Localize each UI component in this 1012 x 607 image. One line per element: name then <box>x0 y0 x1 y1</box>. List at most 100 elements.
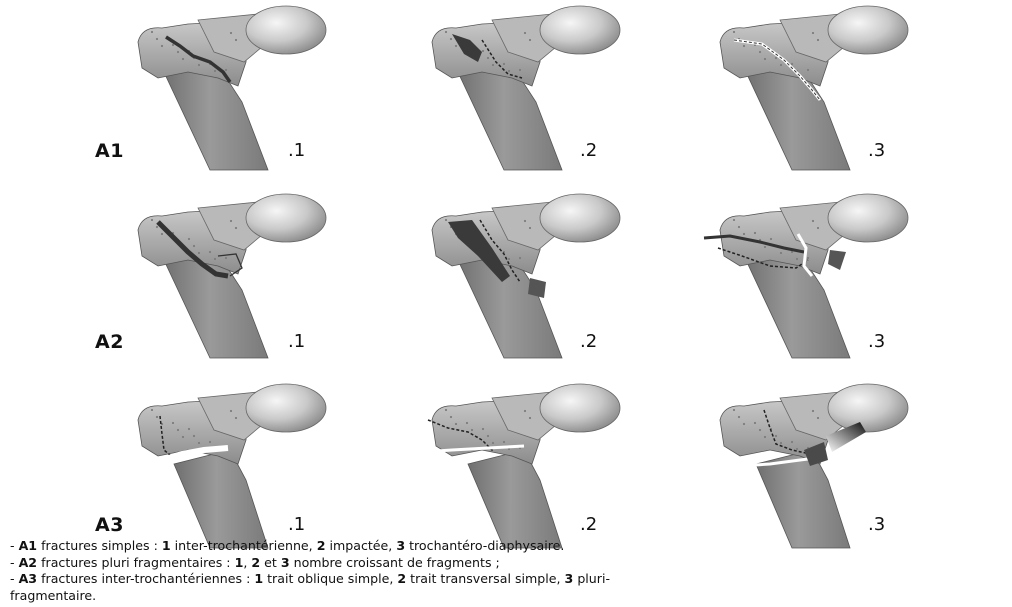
bone-texture <box>214 258 216 260</box>
classification-figure: A1 .1 .2 .3 A2 .1 .2 .3 A3 .1 .2 .3 <box>0 0 1012 540</box>
legend-line-a3: - A3 fractures inter-trochantériennes : … <box>10 571 1005 588</box>
bone-texture <box>455 45 457 47</box>
legend-line-a2: - A2 fractures pluri fragmentaires : 1, … <box>10 555 1005 572</box>
bone-texture <box>225 257 227 259</box>
sub-label-a3-1: .1 <box>288 514 305 535</box>
bone-texture <box>151 31 153 33</box>
bone-texture <box>177 51 179 53</box>
bone-texture <box>156 416 158 418</box>
bone-texture <box>780 252 782 254</box>
bone-texture <box>508 70 510 72</box>
bone-texture <box>209 251 211 253</box>
femur-head <box>828 384 908 432</box>
bone-texture <box>754 232 756 234</box>
bone-texture <box>182 58 184 60</box>
legend-text: trochantéro-diaphysaire. <box>405 538 564 553</box>
bone-texture <box>738 226 740 228</box>
bone-texture <box>214 70 216 72</box>
bone-texture <box>235 39 237 41</box>
bone-texture <box>450 416 452 418</box>
bone-texture <box>487 57 489 59</box>
legend: - A1 fractures simples : 1 inter-trochan… <box>10 538 1005 604</box>
bone-texture <box>817 417 819 419</box>
bone-texture <box>172 422 174 424</box>
row-label-a3: A3 <box>95 514 124 536</box>
bone-texture <box>198 64 200 66</box>
legend-text: inter-trochantérienne, <box>171 538 317 553</box>
legend-text: pluri- <box>573 571 610 586</box>
femur-head <box>828 6 908 54</box>
legend-key: A1 <box>19 538 38 553</box>
bone-texture <box>508 258 510 260</box>
bone-texture <box>235 227 237 229</box>
legend-num: 1 <box>254 571 263 586</box>
femur-shaft <box>468 450 562 548</box>
row-label-a2: A2 <box>95 331 124 353</box>
bone-texture <box>156 38 158 40</box>
femur-head <box>246 194 326 242</box>
femur-head <box>246 384 326 432</box>
femur-a3-2 <box>412 380 672 548</box>
bone-texture <box>230 32 232 34</box>
legend-text: trait transversal simple, <box>406 571 564 586</box>
bone-texture <box>487 435 489 437</box>
bone-texture <box>817 39 819 41</box>
bone-texture <box>780 64 782 66</box>
legend-dash: - <box>10 555 19 570</box>
femur-a3-3 <box>700 380 960 548</box>
bone-texture <box>759 429 761 431</box>
bone-texture <box>156 226 158 228</box>
legend-num: 2 <box>251 555 260 570</box>
bone-texture <box>754 422 756 424</box>
sub-label-a3-3: .3 <box>868 514 885 535</box>
bone-texture <box>235 417 237 419</box>
bone-texture <box>764 246 766 248</box>
bone-texture <box>524 220 526 222</box>
bone-texture <box>733 219 735 221</box>
illustration-a3-1 <box>118 380 378 548</box>
bone-texture <box>759 51 761 53</box>
bone-texture <box>770 238 772 240</box>
bone-texture <box>817 227 819 229</box>
bone-texture <box>796 258 798 260</box>
legend-text: fractures inter-trochantériennes : <box>37 571 254 586</box>
bone-texture <box>445 409 447 411</box>
bone-texture <box>733 31 735 33</box>
bone-texture <box>225 69 227 71</box>
sub-label-a1-2: .2 <box>580 140 597 161</box>
femur-a2-1 <box>118 190 378 358</box>
bone-texture <box>466 422 468 424</box>
bone-texture <box>230 410 232 412</box>
sub-label-a1-3: .3 <box>868 140 885 161</box>
bone-texture <box>209 441 211 443</box>
legend-key: A2 <box>19 555 38 570</box>
bone-texture <box>743 423 745 425</box>
legend-text: et <box>260 555 281 570</box>
bone-texture <box>445 219 447 221</box>
bone-texture <box>524 32 526 34</box>
legend-num: 3 <box>396 538 405 553</box>
femur-shaft <box>456 250 562 358</box>
bone-texture <box>812 220 814 222</box>
bone-texture <box>738 416 740 418</box>
femur-a3-1 <box>118 380 378 548</box>
bone-texture <box>812 410 814 412</box>
sub-label-a2-3: .3 <box>868 331 885 352</box>
legend-text: impactée, <box>325 538 396 553</box>
legend-line-tail: fragmentaire. <box>10 588 1005 605</box>
legend-num: 1 <box>162 538 171 553</box>
bone-texture <box>503 441 505 443</box>
bone-texture <box>161 45 163 47</box>
fragment-lesser <box>828 250 846 270</box>
femur-head <box>246 6 326 54</box>
bone-texture <box>764 436 766 438</box>
legend-key: A3 <box>19 571 38 586</box>
bone-texture <box>791 63 793 65</box>
bone-texture <box>743 45 745 47</box>
illustration-a1-2 <box>412 2 672 170</box>
bone-texture <box>193 245 195 247</box>
illustration-a2-2 <box>412 190 672 358</box>
legend-num: 1 <box>235 555 244 570</box>
legend-text: fractures pluri fragmentaires : <box>37 555 234 570</box>
bone-texture <box>764 58 766 60</box>
